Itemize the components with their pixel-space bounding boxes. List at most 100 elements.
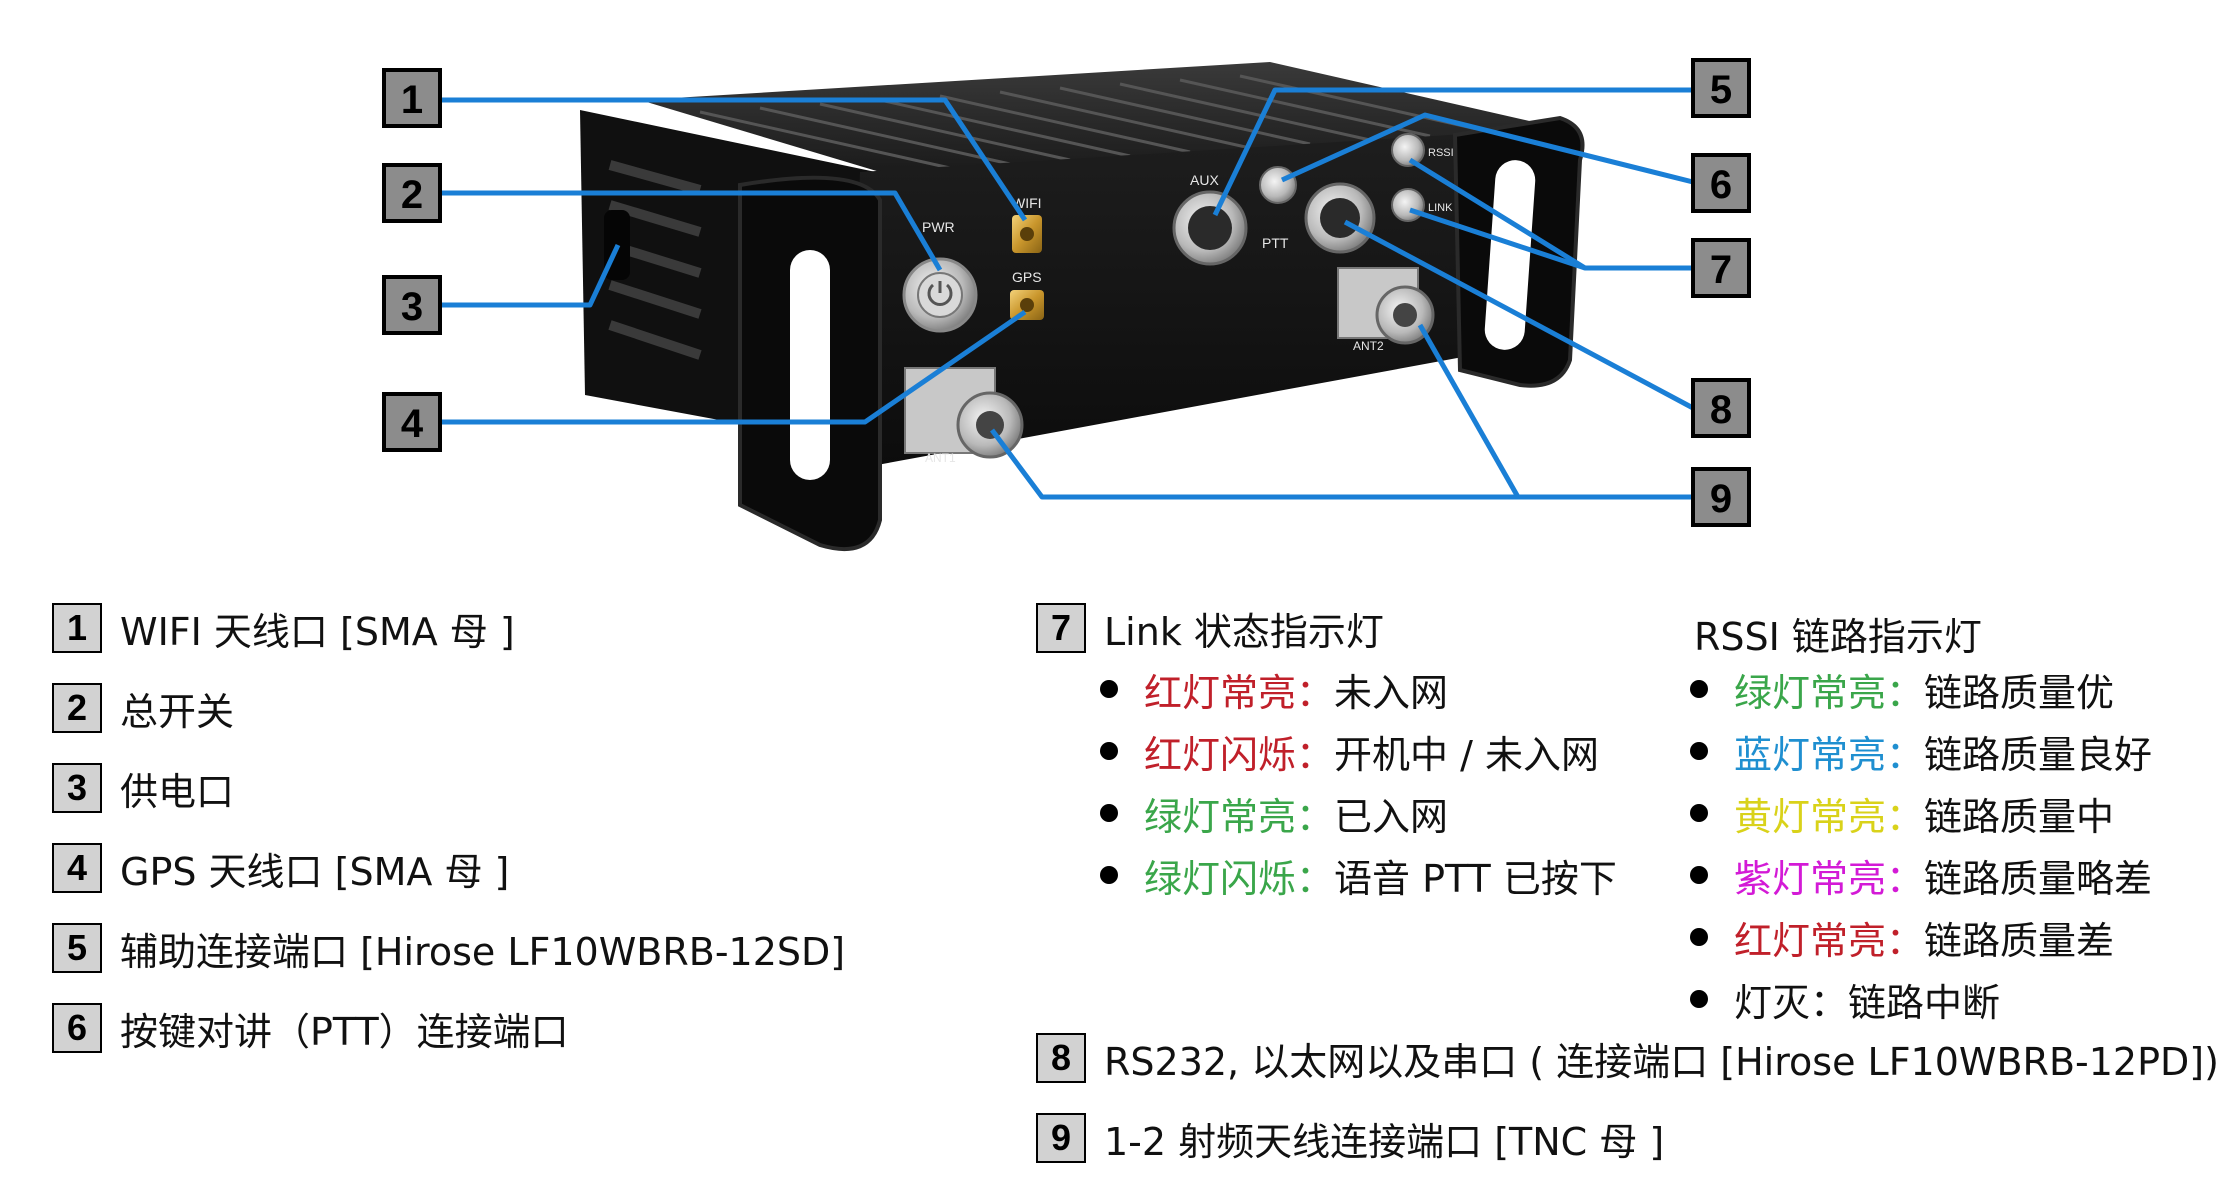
- legend-item-7: 7 Link 状态指示灯: [1036, 601, 1384, 655]
- link-led: [1391, 188, 1425, 222]
- svg-text:8: 8: [1710, 388, 1732, 432]
- status-desc: 未入网: [1334, 670, 1449, 715]
- bullet-icon: [1690, 990, 1708, 1008]
- legend-text-9: 1-2 射频天线连接端口 [TNC 母 ]: [1104, 1119, 1665, 1164]
- status-label: 红灯闪烁：: [1144, 732, 1335, 777]
- status-desc: 链路质量优: [1924, 670, 2115, 715]
- legend-text-6: 按键对讲（PTT）连接端口: [120, 1009, 569, 1054]
- callout-lines: [440, 87, 1695, 500]
- svg-text:1: 1: [401, 78, 423, 122]
- callout-box-6: 6: [1691, 153, 1751, 213]
- ptt-connector: [1259, 166, 1297, 204]
- device-illustration: PWR WIFI GPS AUX PTT RSSI LINK ANT1 ANT2: [382, 58, 1751, 552]
- rssi-status-item: 黄灯常亮： 链路质量中: [1690, 782, 2152, 844]
- callout-line-9a: [989, 428, 1693, 500]
- status-label: 紫灯常亮：: [1734, 856, 1925, 901]
- bullet-icon: [1690, 742, 1708, 760]
- link-status-list: 红灯常亮： 未入网 红灯闪烁： 开机中 / 未入网 绿灯常亮： 已入网 绿灯闪烁…: [1100, 658, 1617, 906]
- legend-item-1: 1 WIFI 天线口 [SMA 母 ]: [52, 601, 515, 655]
- legend-text-3: 供电口: [120, 769, 235, 814]
- bullet-icon: [1100, 742, 1118, 760]
- rssi-status-item: 紫灯常亮： 链路质量略差: [1690, 844, 2152, 906]
- legend-num-5: 5: [52, 923, 102, 973]
- label-ptt: PTT: [1262, 235, 1289, 251]
- callout-line-7b: [1409, 207, 1586, 271]
- label-link: LINK: [1428, 202, 1453, 214]
- bullet-icon: [1100, 680, 1118, 698]
- callout-box-9: 9: [1691, 467, 1751, 527]
- callout-box-7: 7: [1691, 238, 1751, 298]
- bullet-icon: [1690, 804, 1708, 822]
- bullet-icon: [1100, 804, 1118, 822]
- callout-line-4: [440, 309, 1027, 425]
- svg-text:5: 5: [1710, 68, 1732, 112]
- status-label: 绿灯闪烁：: [1144, 856, 1335, 901]
- status-label: 黄灯常亮：: [1734, 794, 1925, 839]
- status-desc: 链路质量略差: [1924, 856, 2153, 901]
- status-desc: 语音 PTT 已按下: [1334, 856, 1617, 901]
- status-label: 蓝灯常亮：: [1734, 732, 1925, 777]
- front-components: PWR WIFI GPS AUX PTT RSSI LINK ANT1 ANT2: [902, 133, 1454, 465]
- legend-item-2: 2 总开关: [52, 681, 234, 735]
- link-status-item: 红灯闪烁： 开机中 / 未入网: [1100, 720, 1617, 782]
- rssi-status-item: 蓝灯常亮： 链路质量良好: [1690, 720, 2152, 782]
- legend-text-4: GPS 天线口 [SMA 母 ]: [120, 849, 510, 894]
- callout-box-3: 3: [382, 275, 442, 335]
- callout-box-2: 2: [382, 163, 442, 223]
- legend-text-8: RS232, 以太网以及串口 ( 连接端口 [Hirose LF10WBRB-1…: [1104, 1039, 2219, 1084]
- status-label: 绿灯常亮：: [1144, 794, 1335, 839]
- callout-line-5: [1212, 87, 1693, 217]
- rssi-status-item: 绿灯常亮： 链路质量优: [1690, 658, 2152, 720]
- bullet-icon: [1690, 680, 1708, 698]
- svg-text:6: 6: [1710, 163, 1732, 207]
- svg-text:2: 2: [401, 173, 423, 217]
- rssi-heading: RSSI 链路指示灯: [1694, 615, 1982, 659]
- callout-box-5: 5: [1691, 58, 1751, 118]
- status-label: 红灯常亮：: [1144, 670, 1335, 715]
- legend-text-2: 总开关: [120, 689, 235, 734]
- bullet-icon: [1100, 866, 1118, 884]
- rssi-status-item: 红灯常亮： 链路质量差: [1690, 906, 2152, 968]
- status-desc: 链路质量中: [1924, 794, 2115, 839]
- device-body: [580, 62, 1585, 552]
- legend-item-4: 4 GPS 天线口 [SMA 母 ]: [52, 841, 509, 895]
- label-rssi: RSSI: [1428, 147, 1454, 159]
- bullet-icon: [1690, 866, 1708, 884]
- rssi-status-list: 绿灯常亮： 链路质量优 蓝灯常亮： 链路质量良好 黄灯常亮： 链路质量中 紫灯常…: [1690, 658, 2152, 1030]
- status-label: 红灯常亮：: [1734, 918, 1925, 963]
- callout-line-3: [440, 243, 621, 308]
- legend-item-6: 6 按键对讲（PTT）连接端口: [52, 1001, 569, 1055]
- callout-boxes: 1 2 3 4 5 6 7 8 9: [382, 58, 1751, 527]
- label-wifi: WIFI: [1012, 195, 1042, 211]
- status-desc: 链路质量差: [1924, 918, 2115, 963]
- link-status-item: 红灯常亮： 未入网: [1100, 658, 1617, 720]
- status-desc: 开机中 / 未入网: [1334, 732, 1599, 777]
- legend-item-3: 3 供电口: [52, 761, 234, 815]
- callout-line-8: [1343, 219, 1695, 411]
- callout-box-4: 4: [382, 392, 442, 452]
- status-label: 灯灭：: [1734, 980, 1849, 1025]
- legend-num-6: 6: [52, 1003, 102, 1053]
- legend-item-9: 9 1-2 射频天线连接端口 [TNC 母 ]: [1036, 1111, 1664, 1165]
- svg-text:4: 4: [401, 402, 424, 446]
- legend-text-1: WIFI 天线口 [SMA 母 ]: [120, 609, 515, 654]
- legend-num-3: 3: [52, 763, 102, 813]
- legend-num-7: 7: [1036, 603, 1086, 653]
- status-desc: 已入网: [1334, 794, 1449, 839]
- label-ant1: ANT1: [925, 451, 956, 465]
- callout-box-8: 8: [1691, 378, 1751, 438]
- legend-num-8: 8: [1036, 1033, 1086, 1083]
- label-pwr: PWR: [922, 219, 955, 235]
- bullet-icon: [1690, 928, 1708, 946]
- callout-box-1: 1: [382, 68, 442, 128]
- legend-text-5: 辅助连接端口 [Hirose LF10WBRB-12SD]: [120, 929, 846, 974]
- link-status-item: 绿灯常亮： 已入网: [1100, 782, 1617, 844]
- legend-num-2: 2: [52, 683, 102, 733]
- status-desc: 链路质量良好: [1924, 732, 2153, 777]
- link-status-item: 绿灯闪烁： 语音 PTT 已按下: [1100, 844, 1617, 906]
- label-gps: GPS: [1012, 269, 1042, 285]
- power-symbol-icon: [927, 283, 953, 306]
- legend-num-4: 4: [52, 843, 102, 893]
- label-aux: AUX: [1190, 172, 1219, 188]
- callout-line-6: [1280, 112, 1694, 185]
